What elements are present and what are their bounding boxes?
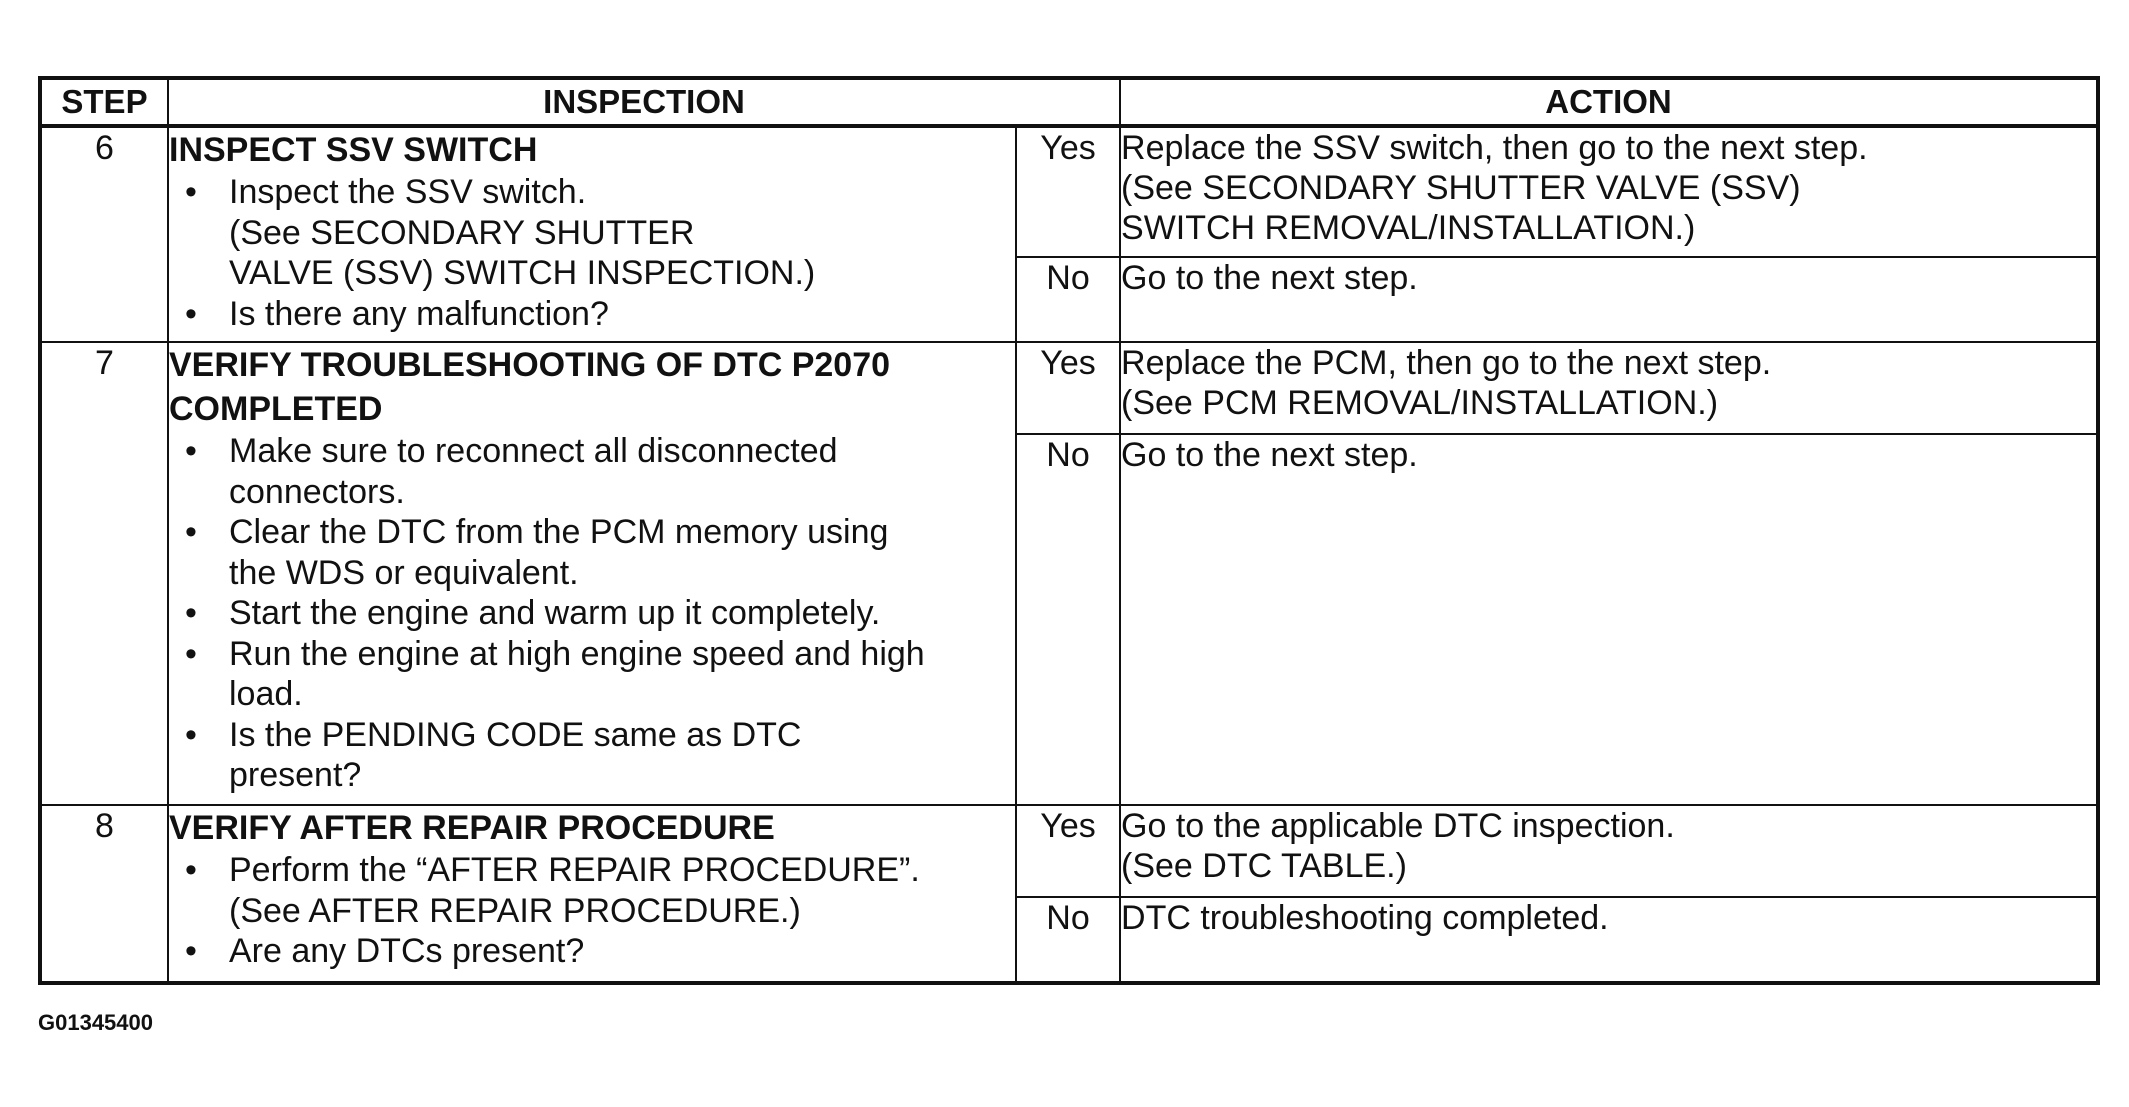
inspection-bullet: •Perform the “AFTER REPAIR PROCEDURE”. (… [185, 851, 920, 930]
inspection-cell: VERIFY TROUBLESHOOTING OF DTC P2070 COMP… [167, 341, 1017, 806]
bullet-icon: • [185, 513, 197, 551]
step-number: 7 [39, 341, 169, 806]
inspection-bullet-list: •Inspect the SSV switch. (See SECONDARY … [169, 172, 1015, 334]
inspection-bullet: •Start the engine and warm up it complet… [185, 594, 881, 632]
no-label: No [1014, 433, 1122, 806]
table-row-step-8-yes: 8 VERIFY AFTER REPAIR PROCEDURE •Perform… [39, 804, 2100, 984]
header-step: STEP [39, 77, 169, 128]
inspection-bullet: •Clear the DTC from the PCM memory using… [185, 513, 889, 592]
header-inspection: INSPECTION [166, 77, 1122, 128]
no-label: No [1014, 896, 1122, 984]
bullet-icon: • [185, 715, 197, 754]
inspection-bullet: •Are any DTCs present? [185, 932, 585, 970]
table-header-row: STEP INSPECTION ACTION [39, 77, 2100, 128]
table-row-step-7-yes: 7 VERIFY TROUBLESHOOTING OF DTC P2070 CO… [39, 341, 2100, 806]
no-action: Go to the next step. [1119, 433, 2100, 806]
yes-action: Replace the SSV switch, then go to the n… [1119, 125, 2100, 258]
diagnostic-procedure-table: STEP INSPECTION ACTION 6 INSPECT SSV SWI… [38, 76, 2101, 985]
inspection-title: VERIFY AFTER REPAIR PROCEDURE [169, 809, 775, 847]
inspection-bullet-list: •Make sure to reconnect all disconnected… [169, 431, 1015, 796]
bullet-icon: • [185, 294, 197, 333]
inspection-bullet: •Run the engine at high engine speed and… [185, 634, 925, 714]
inspection-title: VERIFY TROUBLESHOOTING OF DTC P2070 COMP… [169, 346, 891, 428]
bullet-icon: • [185, 432, 197, 470]
table-row-step-8-no: No DTC troubleshooting completed. [40, 896, 2100, 984]
inspection-bullet: •Is there any malfunction? [185, 294, 609, 333]
bullet-icon: • [185, 634, 197, 673]
bullet-icon: • [185, 173, 197, 211]
inspection-bullet-list: •Perform the “AFTER REPAIR PROCEDURE”. (… [169, 850, 1015, 972]
step-number: 8 [39, 804, 169, 984]
inspection-title: INSPECT SSV SWITCH [169, 131, 538, 169]
no-action: DTC troubleshooting completed. [1119, 896, 2100, 984]
yes-action: Replace the PCM, then go to the next ste… [1119, 341, 2100, 435]
no-label: No [1014, 256, 1122, 343]
inspection-bullet: •Make sure to reconnect all disconnected… [185, 432, 838, 511]
yes-action: Go to the applicable DTC inspection. (Se… [1119, 804, 2100, 898]
table-row-step-6-no: No Go to the next step. [40, 256, 2100, 343]
inspection-cell: VERIFY AFTER REPAIR PROCEDURE •Perform t… [167, 804, 1017, 984]
inspection-bullet: •Inspect the SSV switch. (See SECONDARY … [185, 173, 816, 292]
table-row-step-6-yes: 6 INSPECT SSV SWITCH •Inspect the SSV sw… [39, 125, 2100, 343]
yes-label: Yes [1014, 341, 1122, 435]
figure-id-label: G01345400 [38, 1010, 153, 1035]
yes-label: Yes [1014, 125, 1122, 258]
inspection-bullet: •Is the PENDING CODE same as DTC present… [185, 715, 802, 795]
inspection-cell: INSPECT SSV SWITCH •Inspect the SSV swit… [167, 125, 1017, 343]
bullet-icon: • [185, 851, 197, 889]
step-number: 6 [39, 125, 169, 343]
header-action: ACTION [1119, 77, 2100, 128]
table-row-step-7-no: No Go to the next step. [40, 433, 2100, 806]
bullet-icon: • [185, 932, 197, 970]
diagnostic-table-container: STEP INSPECTION ACTION 6 INSPECT SSV SWI… [38, 76, 2101, 985]
yes-label: Yes [1014, 804, 1122, 898]
no-action: Go to the next step. [1119, 256, 2100, 343]
bullet-icon: • [185, 594, 197, 632]
